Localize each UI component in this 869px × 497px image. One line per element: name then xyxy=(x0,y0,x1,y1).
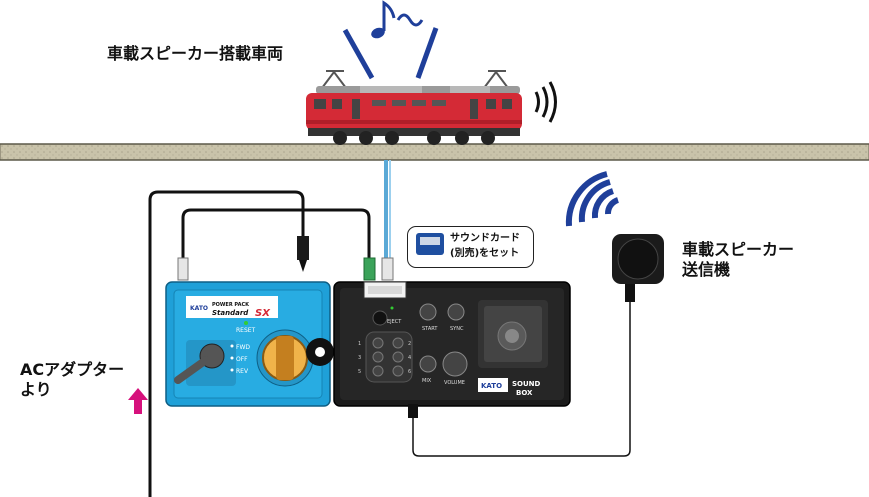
rev-label: REV xyxy=(236,368,249,375)
ac-adapter-cable xyxy=(148,190,309,497)
mix-label: MIX xyxy=(422,378,432,384)
button-3-label: 3 xyxy=(358,355,361,361)
power-output-cable xyxy=(177,208,394,281)
button-5-label: 5 xyxy=(358,369,361,375)
transmitter-cable xyxy=(408,284,635,457)
train-label: 車載スピーカー搭載車両 xyxy=(107,44,284,63)
button-6-label: 6 xyxy=(408,369,411,375)
train xyxy=(306,70,522,145)
ac-label-line1: ACアダプター xyxy=(20,360,125,379)
wireless-signal-icon xyxy=(565,171,620,227)
power-pack: KATO POWER PACK Standard SX RESET FWD OF… xyxy=(165,281,334,407)
ac-label-line2: より xyxy=(20,380,52,399)
ac-adapter-label: ACアダプター より xyxy=(20,360,124,400)
eject-label: EJECT xyxy=(387,319,402,325)
fwd-label: FWD xyxy=(236,344,250,351)
track xyxy=(0,143,869,161)
start-label: START xyxy=(422,326,438,332)
power-pack-reset-label: RESET xyxy=(236,327,256,334)
music-note-icon xyxy=(371,0,424,39)
sound-rays xyxy=(342,27,439,80)
callout-line2: (別売)をセット xyxy=(450,248,520,259)
sound-card-text: サウンドカード (別売)をセット xyxy=(450,231,520,261)
speaker-label-line2: 送信機 xyxy=(682,260,731,279)
sync-label: SYNC xyxy=(450,326,464,332)
sound-box-brand: KATO xyxy=(481,382,502,390)
sound-card-callout: サウンドカード (別売)をセット xyxy=(407,226,534,268)
speaker-transmitter-label: 車載スピーカー 送信機 xyxy=(682,240,794,280)
up-arrow-icon xyxy=(128,388,148,414)
button-4-label: 4 xyxy=(408,355,411,361)
sound-box-name-line1: SOUND xyxy=(512,380,541,388)
power-pack-brand: KATO xyxy=(190,305,208,312)
power-pack-model: Standard xyxy=(212,309,249,317)
sound-wave-icon xyxy=(534,81,557,123)
volume-label: VOLUME xyxy=(444,380,465,386)
feeder-cable xyxy=(384,160,391,264)
sound-box-name-line2: BOX xyxy=(516,389,533,397)
button-1-label: 1 xyxy=(358,341,361,347)
power-pack-model-suffix: SX xyxy=(255,308,271,319)
power-pack-model-small: POWER PACK xyxy=(212,302,250,308)
button-2-label: 2 xyxy=(408,341,411,347)
off-label: OFF xyxy=(236,356,248,363)
callout-line1: サウンドカード xyxy=(450,233,520,244)
sound-card-icon xyxy=(416,233,444,255)
speaker-transmitter xyxy=(612,234,664,284)
sound-box: EJECT START SYNC 1 2 3 4 5 6 MIX VOLUME … xyxy=(333,281,571,407)
speaker-label-line1: 車載スピーカー xyxy=(682,240,795,259)
